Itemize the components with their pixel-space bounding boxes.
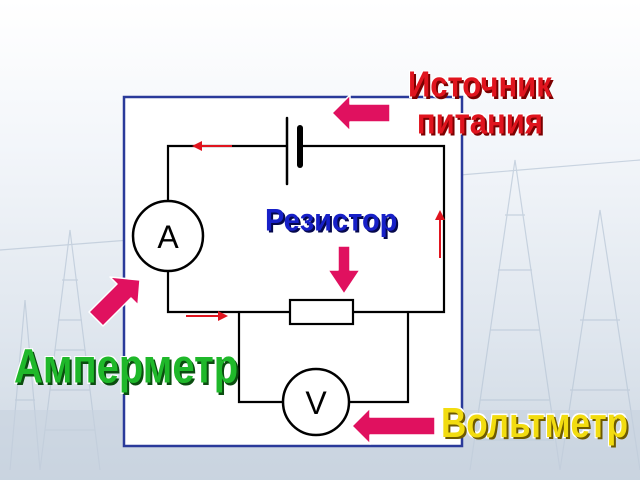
circuit-wires bbox=[166, 144, 446, 404]
pointer-arrows bbox=[88, 94, 436, 445]
current-arrow-bottom bbox=[186, 311, 228, 321]
current-arrow-right bbox=[435, 210, 445, 258]
current-arrow-top bbox=[192, 141, 232, 151]
power-source-label-line2: питания bbox=[416, 100, 543, 142]
power-source-label: Источник питания bbox=[408, 66, 552, 139]
pointer-arrow-source bbox=[331, 94, 391, 132]
ammeter-symbol: A bbox=[157, 219, 179, 255]
power-source-label-line1: Источник bbox=[408, 63, 552, 105]
ammeter: A bbox=[131, 199, 205, 273]
voltmeter: V bbox=[281, 367, 351, 437]
resistor-symbol bbox=[288, 298, 355, 326]
pointer-arrow-ammeter bbox=[88, 276, 141, 327]
pointer-arrow-voltmeter bbox=[351, 407, 436, 445]
voltmeter-symbol: V bbox=[305, 385, 327, 421]
pointer-arrow-resistor bbox=[327, 245, 361, 295]
voltmeter-label: Вольтметр bbox=[441, 399, 629, 447]
resistor-label: Резистор bbox=[265, 202, 398, 238]
current-arrows bbox=[186, 141, 445, 321]
ammeter-label: Амперметр bbox=[14, 340, 239, 394]
battery-symbol bbox=[285, 116, 303, 186]
